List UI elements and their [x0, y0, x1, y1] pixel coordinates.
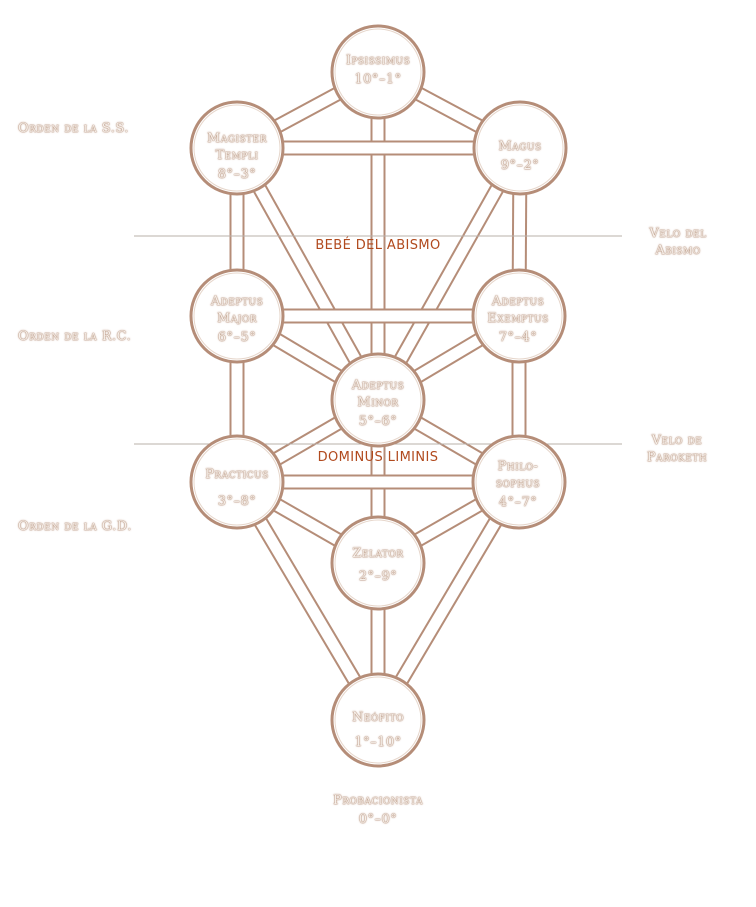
sephirah-inner-ring-practicus	[193, 438, 281, 526]
veil-paroketh-center-label: DOMINUS LIMINIS	[317, 450, 439, 465]
sephirah-inner-ring-magister-templi	[193, 104, 281, 192]
path-magister-templi-adeptus-minor-fill	[232, 145, 383, 403]
sephirah-inner-ring-magus	[476, 104, 564, 192]
sephirah-circle-adeptus-minor	[330, 352, 426, 448]
veil-abyss-side-label: Velo del Abismo	[649, 226, 707, 258]
sephirah-inner-ring-adeptus-exemptus	[475, 272, 563, 360]
sephirah-circle-zelator	[330, 515, 426, 611]
sephirah-inner-ring-ipsissimus	[334, 28, 422, 116]
path-magus-adeptus-minor-fill	[373, 145, 525, 403]
order-label-ss: Orden de la S.S.	[18, 121, 129, 136]
veil-abyss-center-label: BEBÉ DEL ABISMO	[315, 238, 441, 253]
sephirah-circle-adeptus-exemptus	[471, 268, 567, 364]
sephirah-inner-ring-adeptus-major	[193, 272, 281, 360]
order-label-gd: Orden de la G.D.	[18, 519, 132, 534]
sephirah-circle-magus	[472, 100, 568, 196]
sephirah-circle-neofito	[330, 672, 426, 768]
sephirah-inner-ring-philosophus	[475, 438, 563, 526]
sephirah-inner-ring-adeptus-minor	[334, 356, 422, 444]
sephirah-circle-magister-templi	[189, 100, 285, 196]
sephirah-inner-ring-neofito	[334, 676, 422, 764]
sephirah-circle-ipsissimus	[330, 24, 426, 120]
sephirah-inner-ring-zelator	[334, 519, 422, 607]
sephirah-circle-practicus	[189, 434, 285, 530]
sephirah-circle-philosophus	[471, 434, 567, 530]
sephirah-circle-adeptus-major	[189, 268, 285, 364]
order-label-rc: Orden de la R.C.	[18, 329, 132, 344]
veil-paroketh-side-label: Velo de Paroketh	[646, 433, 708, 465]
